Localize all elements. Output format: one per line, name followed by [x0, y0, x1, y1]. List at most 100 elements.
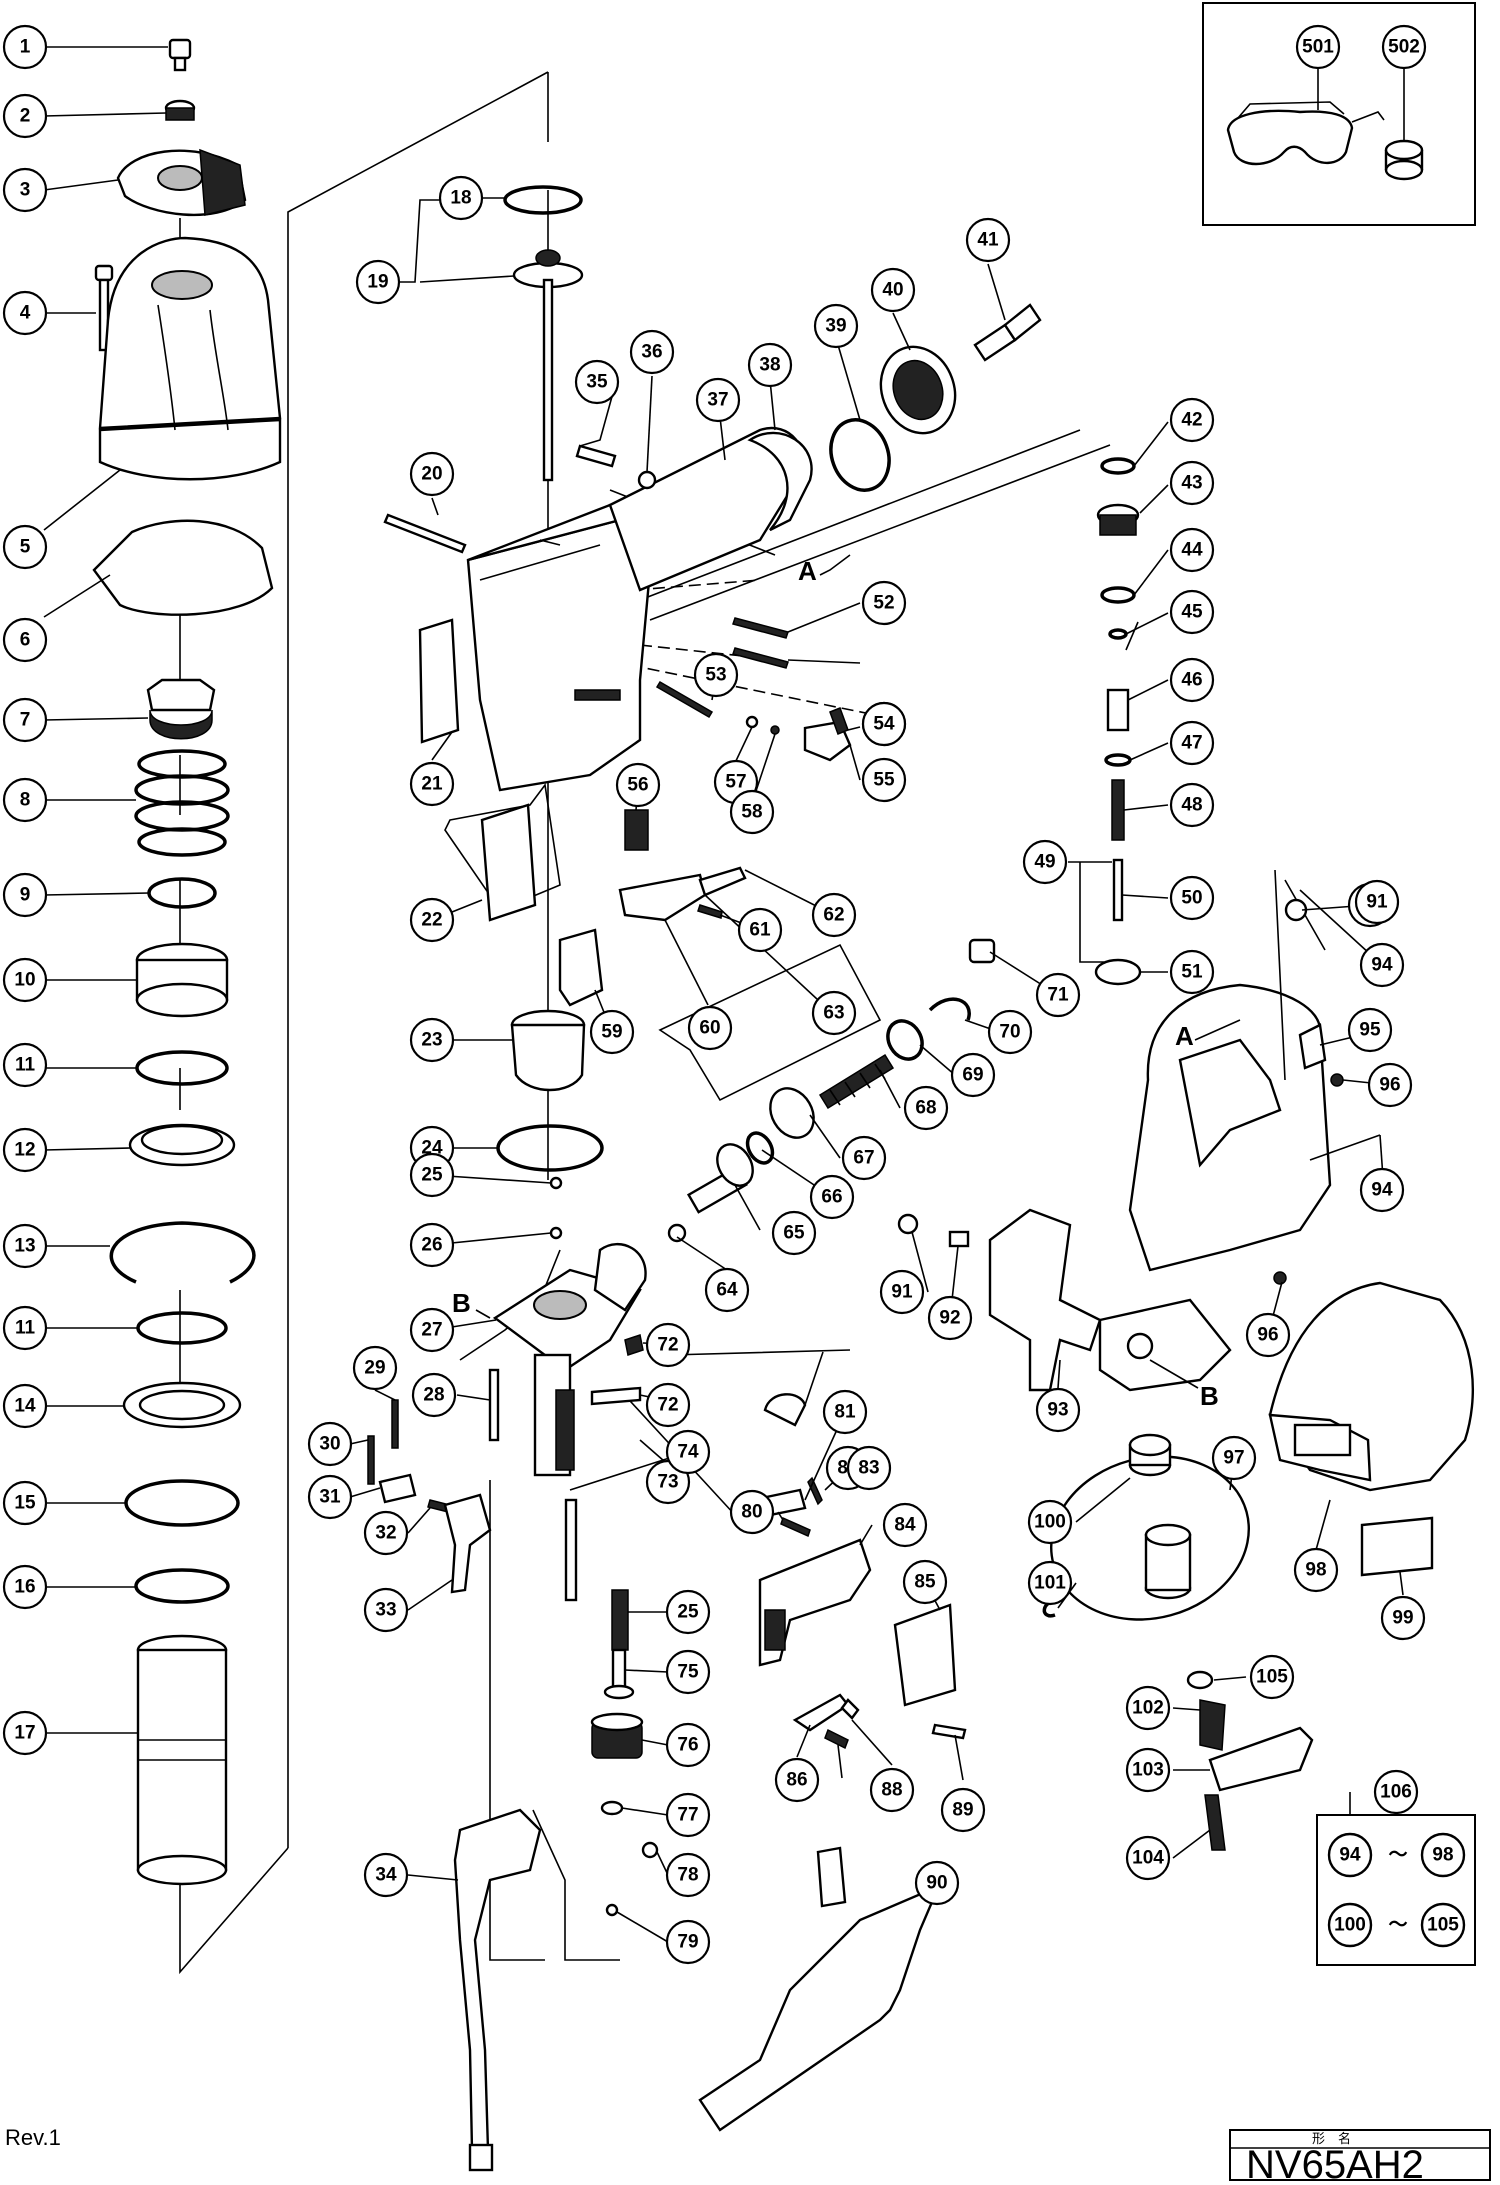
part-callout-64: 64: [704, 1267, 750, 1313]
part-callout-5: 5: [2, 524, 48, 570]
part-callout-51-circle: [1169, 949, 1215, 995]
part-callout-74: 74: [665, 1429, 711, 1475]
part-callout-25-circle: [409, 1152, 455, 1198]
part-callout-20: 20: [409, 451, 455, 497]
part-callout-58: 58: [729, 789, 775, 835]
part-callout-93: 93: [1035, 1387, 1081, 1433]
part-callout-7-number: 7: [20, 710, 31, 731]
part-callout-71-circle: [1035, 972, 1081, 1018]
part-callout-72-number: 72: [657, 1395, 678, 1416]
part-callout-47-circle: [1169, 720, 1215, 766]
part-callout-93-number: 93: [1047, 1400, 1068, 1421]
part-callout-95-circle: [1347, 1007, 1393, 1053]
kit-range-1: 94 ～ 98: [1327, 1832, 1466, 1878]
part-callout-75-circle: [665, 1649, 711, 1695]
part-callout-103-number: 103: [1132, 1760, 1164, 1781]
part-callout-105-circle: [1249, 1654, 1295, 1700]
part-callout-41-number: 41: [977, 230, 999, 251]
part-callout-59: 59: [589, 1009, 635, 1055]
part-callout-33: 33: [363, 1587, 409, 1633]
part-callout-90-circle: [914, 1860, 960, 1906]
part-callout-55-number: 55: [873, 770, 895, 791]
part-callout-8-circle: [2, 777, 48, 823]
part-callout-42-number: 42: [1181, 410, 1202, 431]
kit-range-1-start: 94: [1339, 1845, 1361, 1866]
part-callout-74-circle: [665, 1429, 711, 1475]
part-callout-39-number: 39: [825, 316, 846, 337]
part-callout-2: 2: [2, 93, 48, 139]
part-callout-72: 72: [645, 1382, 691, 1428]
part-callout-89: 89: [940, 1787, 986, 1833]
part-callout-94-circle: [1359, 942, 1405, 988]
part-callout-99-number: 99: [1392, 1608, 1413, 1629]
part-callout-83-circle: [846, 1445, 892, 1491]
part-callout-90-number: 90: [926, 1873, 947, 1894]
part-callout-104-number: 104: [1132, 1848, 1164, 1869]
part-callout-81: 81: [822, 1389, 868, 1435]
part-callout-81-number: 81: [834, 1402, 856, 1423]
part-callout-71-number: 71: [1047, 985, 1069, 1006]
part-callout-63-number: 63: [823, 1003, 844, 1024]
callout-layer: 1234567891011121311141516171819202122232…: [2, 24, 1427, 1965]
part-callout-69: 69: [950, 1052, 996, 1098]
part-callout-96-number: 96: [1379, 1075, 1400, 1096]
part-callout-56-number: 56: [627, 775, 648, 796]
left-column-parts: [92, 38, 282, 1886]
part-callout-80: 80: [729, 1489, 775, 1535]
part-callout-5-number: 5: [20, 537, 31, 558]
part-callout-66-number: 66: [821, 1187, 842, 1208]
part-callout-47-number: 47: [1181, 733, 1202, 754]
part-callout-27-circle: [409, 1307, 455, 1353]
part-callout-34-number: 34: [375, 1865, 397, 1886]
part-callout-85-circle: [902, 1559, 948, 1605]
part-callout-77: 77: [665, 1792, 711, 1838]
part-callout-29: 29: [352, 1345, 398, 1391]
part-callout-17: 17: [2, 1710, 48, 1756]
part-callout-51: 51: [1169, 949, 1215, 995]
part-callout-83-number: 83: [858, 1458, 879, 1479]
part-callout-25-number: 25: [421, 1165, 443, 1186]
part-callout-99-circle: [1380, 1595, 1426, 1641]
part-callout-15-circle: [2, 1480, 48, 1526]
part-callout-45: 45: [1169, 589, 1215, 635]
part-callout-31-circle: [307, 1474, 353, 1520]
part-callout-105-number: 105: [1256, 1667, 1288, 1688]
part-callout-42-circle: [1169, 397, 1215, 443]
part-callout-85: 85: [902, 1559, 948, 1605]
part-callout-9-circle: [2, 872, 48, 918]
part-callout-62-circle: [811, 892, 857, 938]
part-callout-22-number: 22: [421, 910, 442, 931]
part-callout-86: 86: [774, 1757, 820, 1803]
part-callout-35-number: 35: [586, 372, 608, 393]
part-callout-28-number: 28: [423, 1385, 444, 1406]
kit-range-1-sep: ～: [1388, 1845, 1407, 1866]
part-callout-98-number: 98: [1305, 1560, 1326, 1581]
part-callout-25: 25: [409, 1152, 455, 1198]
part-callout-3: 3: [2, 167, 48, 213]
part-callout-32: 32: [363, 1510, 409, 1556]
part-callout-44-number: 44: [1181, 540, 1203, 561]
part-callout-16-number: 16: [14, 1577, 35, 1598]
part-callout-73-number: 73: [657, 1472, 678, 1493]
part-callout-75: 75: [665, 1649, 711, 1695]
part-callout-26-number: 26: [421, 1235, 442, 1256]
part-callout-52: 52: [861, 580, 907, 626]
part-callout-79: 79: [665, 1919, 711, 1965]
part-callout-53-number: 53: [705, 665, 726, 686]
part-callout-88-number: 88: [881, 1780, 902, 1801]
part-callout-105: 105: [1249, 1654, 1295, 1700]
part-callout-34: 34: [363, 1852, 409, 1898]
part-callout-12-circle: [2, 1127, 48, 1173]
part-callout-104: 104: [1125, 1835, 1171, 1881]
part-callout-31-number: 31: [319, 1487, 341, 1508]
part-callout-67-circle: [841, 1135, 887, 1181]
part-callout-72: 72: [645, 1322, 691, 1368]
part-callout-95-number: 95: [1359, 1020, 1381, 1041]
part-callout-24-number: 24: [421, 1138, 443, 1159]
part-callout-45-circle: [1169, 589, 1215, 635]
part-callout-54: 54: [861, 701, 907, 747]
part-callout-51-number: 51: [1181, 962, 1203, 983]
part-callout-43-circle: [1169, 460, 1215, 506]
part-callout-86-number: 86: [786, 1770, 807, 1791]
part-callout-84-number: 84: [894, 1515, 916, 1536]
